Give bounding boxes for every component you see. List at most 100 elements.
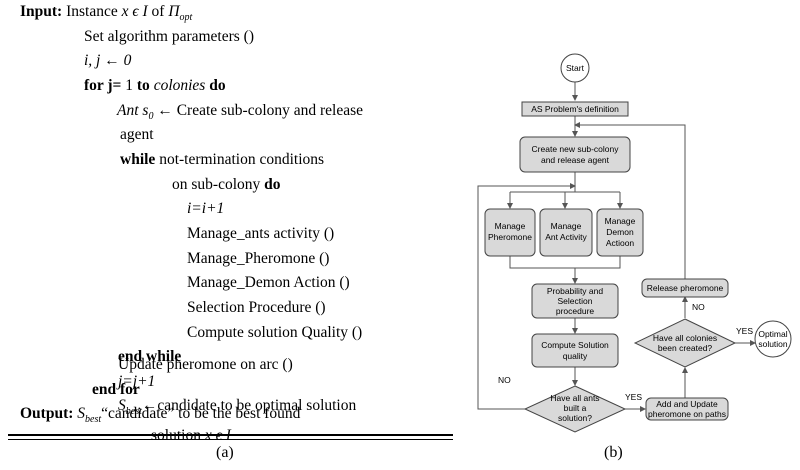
optimal-label-1: Optimal — [758, 329, 787, 339]
colonies-yes-label: YES — [736, 326, 753, 336]
line-agent: agent — [120, 126, 154, 143]
ant-sub: 0 — [148, 111, 154, 123]
for-keyword: for j= — [84, 77, 122, 94]
flow-demon: Manage Demon Actioon — [596, 208, 644, 257]
quality-node — [531, 333, 619, 368]
update-label-2: pheromone on paths — [648, 409, 726, 419]
rule-thick — [8, 434, 453, 436]
edge-join-bar — [509, 256, 621, 269]
ant-var: Ant s — [117, 102, 149, 119]
selection-node — [531, 283, 619, 319]
built-label-1: Have all ants — [550, 393, 599, 403]
pheromone-label-1: Manage — [495, 221, 526, 231]
to-keyword: to — [136, 77, 150, 94]
flow-release: Release pheromone — [641, 278, 729, 298]
line-manage-ants: Manage_ants activity () — [187, 225, 335, 242]
flow-problem: AS Problem's definition — [521, 101, 629, 117]
line-sbest: Sbest←candidate to be optimal solution — [118, 396, 356, 422]
selection-label-2: Selection — [558, 296, 593, 306]
line-selection: Selection Procedure () — [187, 299, 326, 316]
flow-edges — [477, 82, 756, 412]
start-node — [560, 53, 590, 83]
release-node — [641, 278, 729, 298]
caption-b: (b) — [604, 444, 623, 461]
built-label-2: built a — [564, 403, 587, 413]
input-of: of — [151, 3, 165, 20]
line-on-subcolony: on sub-colony do — [172, 175, 281, 195]
flow-start: Start — [560, 53, 590, 83]
flow-update: Add and Update pheromone on paths — [645, 397, 729, 421]
input-text: Instance — [66, 3, 118, 20]
selection-label-1: Probability and — [547, 286, 604, 296]
built-label-3: solution? — [558, 413, 592, 423]
release-label: Release pheromone — [647, 283, 724, 293]
edge-built-no — [477, 183, 576, 410]
optimal-label-2: solution — [758, 339, 788, 349]
output-line: Output: Sbest“candidate” to be the best … — [20, 404, 300, 430]
line-j-increment: j=j+1 — [118, 373, 156, 390]
sbest-text: ←candidate to be optimal solution — [141, 397, 357, 414]
line-create-colony: Ant s0 ← Create sub-colony and release — [117, 101, 363, 127]
start-label: Start — [566, 63, 585, 73]
line-end-while: end while — [118, 348, 182, 365]
input-line: Input: Instance x ϵ I of Πopt — [20, 2, 192, 28]
quality-label-1: Compute Solution — [541, 340, 609, 350]
built-decision — [523, 385, 627, 433]
line-end-for: end for — [92, 381, 140, 398]
caption-a: (a) — [216, 444, 234, 461]
flow-colonies: Have all colonies been created? — [633, 318, 737, 368]
sbest-var: S — [118, 397, 126, 414]
line-set-params: Set algorithm parameters () — [84, 28, 255, 45]
input-problem-sub: opt — [179, 12, 193, 24]
colonies-label-2: been created? — [658, 343, 713, 353]
rule-thin — [8, 439, 453, 440]
output-text: “candidate” to be the best found — [101, 405, 301, 422]
flow-ants: Manage Ant Activity — [539, 208, 593, 257]
on-subcolony-text: on sub-colony — [172, 176, 261, 193]
demon-node — [596, 208, 644, 257]
ants-label-1: Manage — [551, 221, 582, 231]
problem-label: AS Problem's definition — [531, 104, 619, 114]
demon-label-2: Demon — [606, 227, 634, 237]
flow-optimal: Optimal solution — [754, 320, 792, 358]
flow-built: Have all ants built a solution? — [523, 385, 627, 433]
while-condition: not-termination conditions — [159, 151, 325, 168]
pheromone-label-2: Pheromone — [488, 232, 532, 242]
input-problem: Π — [168, 3, 180, 20]
line-init: i, j ← 0 — [84, 52, 132, 69]
built-yes-label: YES — [625, 392, 642, 402]
selection-label-3: procedure — [556, 306, 595, 316]
quality-label-2: quality — [563, 351, 588, 361]
demon-label-1: Manage — [605, 216, 636, 226]
create-label-2: and release agent — [541, 155, 610, 165]
do-keyword: do — [209, 77, 226, 94]
problem-node — [521, 101, 629, 117]
do-keyword-2: do — [264, 176, 281, 193]
output-var: S — [77, 405, 86, 422]
pheromone-node — [484, 208, 536, 257]
input-keyword: Input: — [20, 3, 63, 20]
for-colonies: colonies — [153, 77, 206, 94]
optimal-node — [754, 320, 792, 358]
line-update-pheromone: Update pheromone on arc () — [118, 356, 293, 373]
ants-label-2: Ant Activity — [545, 232, 587, 242]
line-while: while not-termination conditions — [120, 150, 324, 170]
flow-quality: Compute Solution quality — [531, 333, 619, 368]
line-manage-demon: Manage_Demon Action () — [187, 274, 350, 291]
ants-node — [539, 208, 593, 257]
flow-create: Create new sub-colony and release agent — [519, 136, 631, 173]
create-node — [519, 136, 631, 173]
colonies-label-1: Have all colonies — [653, 333, 717, 343]
sbest-sub: best — [125, 406, 142, 418]
colonies-decision — [633, 318, 737, 368]
built-no-label: NO — [498, 375, 511, 385]
edge-release-loop — [574, 122, 686, 280]
pseudocode-panel: Input: Instance x ϵ I of Πopt Set algori… — [20, 2, 363, 422]
line-i-increment: i=i+1 — [187, 200, 225, 217]
create-text: ← Create sub-colony and release — [157, 102, 364, 119]
output-sub: best — [85, 414, 102, 426]
line-for: for j= 1 to colonies do — [84, 76, 226, 96]
colonies-no-label: NO — [692, 302, 705, 312]
flow-selection: Probability and Selection procedure — [531, 283, 619, 319]
line-manage-pheromone: Manage_Pheromone () — [187, 250, 330, 267]
